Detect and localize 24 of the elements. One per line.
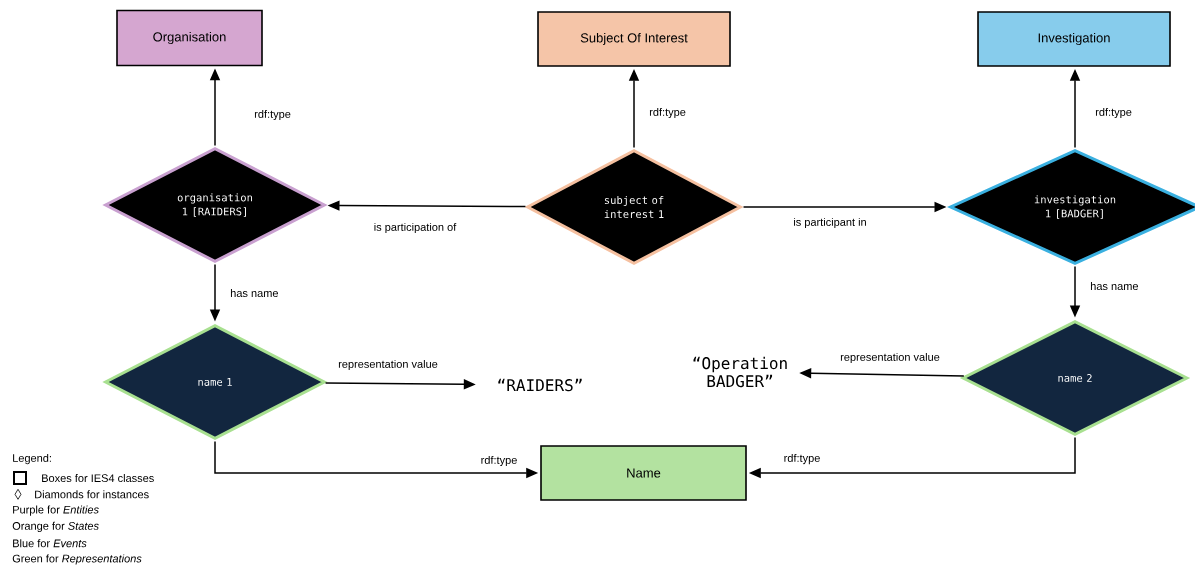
edge-label: rdf:type bbox=[782, 452, 822, 466]
legend-text: Purple for Entities bbox=[13, 505, 99, 516]
class-box: Name bbox=[540, 445, 747, 501]
edge-label: representation value bbox=[337, 358, 439, 372]
edge-label: rdf:type bbox=[253, 108, 292, 122]
value-text: “RAIDERS” bbox=[498, 378, 582, 392]
edge-label: rdf:type bbox=[1094, 106, 1133, 120]
legend-title: Legend: bbox=[13, 453, 51, 465]
class-box: Subject Of Interest bbox=[537, 11, 731, 67]
edge-label: rdf:type bbox=[479, 454, 519, 468]
edge-label: has name bbox=[229, 287, 280, 299]
edge-label: representation value bbox=[839, 351, 941, 365]
class-box: Organisation bbox=[116, 9, 263, 67]
legend-text: Blue for Events bbox=[13, 539, 87, 548]
edge-label: is participation of bbox=[372, 221, 458, 235]
value-text: “Operation BADGER” bbox=[693, 356, 787, 388]
legend-text: Diamonds for instances bbox=[35, 490, 149, 499]
class-box: Investigation bbox=[977, 11, 1171, 67]
edge-label: has name bbox=[1089, 280, 1140, 292]
edge-label: rdf:type bbox=[648, 106, 687, 120]
legend-text: Boxes for IES4 classes bbox=[42, 473, 154, 483]
legend-text: Green for Representations bbox=[12, 554, 142, 565]
legend-text: Orange for States bbox=[12, 521, 99, 532]
edge-label: is participant in bbox=[792, 216, 868, 230]
